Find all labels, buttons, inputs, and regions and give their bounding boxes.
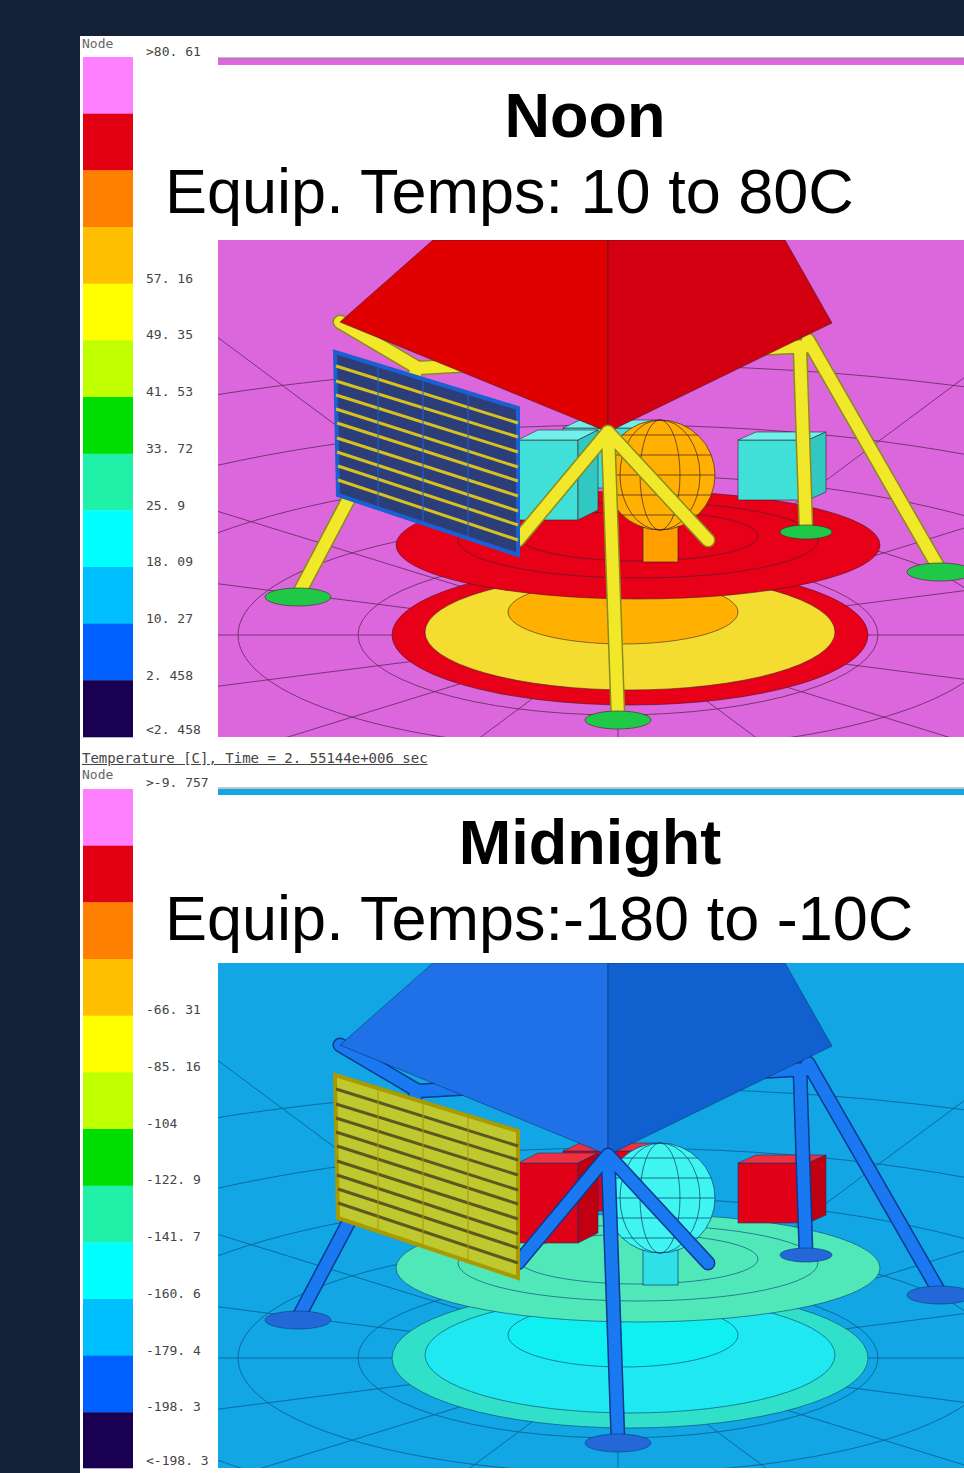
panel-title: Noon xyxy=(505,84,666,147)
scale-value: -122. 9 xyxy=(146,1172,201,1188)
color-bar-part xyxy=(83,959,133,1016)
color-bar-part xyxy=(83,1016,133,1073)
scale-value: -179. 4 xyxy=(146,1343,201,1359)
scale-value: >-9. 757 xyxy=(146,775,209,791)
color-bar-part xyxy=(83,789,133,846)
title-overlay xyxy=(140,795,964,963)
scale-value: 33. 72 xyxy=(146,441,193,457)
color-bar-part xyxy=(83,846,133,903)
color-bar-part xyxy=(83,624,133,681)
scale-value: -66. 31 xyxy=(146,1002,201,1018)
panel-title: Midnight xyxy=(459,811,721,874)
scale-value: 41. 53 xyxy=(146,384,193,400)
color-bar-part xyxy=(83,170,133,227)
scale-value: <2. 458 xyxy=(146,722,201,738)
scale-value: -141. 7 xyxy=(146,1229,201,1245)
color-bar-part xyxy=(83,227,133,284)
color-bar-part xyxy=(83,1186,133,1243)
color-bar-part xyxy=(83,340,133,397)
lander-midnight xyxy=(218,963,964,1468)
scale-value: <-198. 3 xyxy=(146,1453,209,1469)
scale-value: 49. 35 xyxy=(146,327,193,343)
color-bar-part xyxy=(83,57,133,114)
color-bar-part xyxy=(83,1072,133,1129)
color-bar-part xyxy=(83,1242,133,1299)
scale-value: 57. 16 xyxy=(146,271,193,287)
scale-value: -198. 3 xyxy=(146,1399,201,1415)
temperature-range: Equip. Temps:-180 to -10C xyxy=(165,887,913,950)
color-bar-part xyxy=(83,680,133,737)
color-bar-part xyxy=(83,397,133,454)
color-bar-part xyxy=(83,1356,133,1413)
temperature-range: Equip. Temps: 10 to 80C xyxy=(165,160,854,223)
color-bar-part xyxy=(83,284,133,341)
scale-value: >80. 61 xyxy=(146,44,201,60)
lander-midnight-model xyxy=(218,963,964,1468)
scale-header: Node xyxy=(82,767,113,783)
color-bar-part xyxy=(83,567,133,624)
lander-noon xyxy=(218,240,964,737)
color-bar-part xyxy=(83,1412,133,1468)
color-bar-part xyxy=(83,114,133,171)
scale-value: -85. 16 xyxy=(146,1059,201,1075)
scale-value: 2. 458 xyxy=(146,668,193,684)
time-stamp: Temperature [C], Time = 2. 55144e+006 se… xyxy=(82,749,428,767)
color-bar-part xyxy=(83,454,133,511)
color-bar-part xyxy=(83,1299,133,1356)
scale-value: -104 xyxy=(146,1116,177,1132)
scale-value: 10. 27 xyxy=(146,611,193,627)
scale-value: -160. 6 xyxy=(146,1286,201,1302)
color-bar-part xyxy=(83,902,133,959)
scale-value: 18. 09 xyxy=(146,554,193,570)
scale-header: Node xyxy=(82,36,113,52)
lander-noon-model xyxy=(218,240,964,737)
color-bar-part xyxy=(83,510,133,567)
color-bar-part xyxy=(83,1129,133,1186)
title-overlay xyxy=(140,65,964,240)
color-bar xyxy=(83,789,133,1468)
scale-value: 25. 9 xyxy=(146,498,185,514)
color-bar xyxy=(83,57,133,737)
